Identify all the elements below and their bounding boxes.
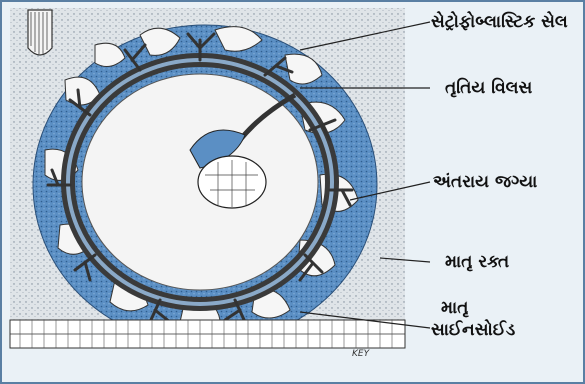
- label-intervillous-space: અંતરાય જગ્યા: [433, 172, 537, 192]
- uterine-gland: [28, 10, 52, 55]
- artist-signature: KEY: [352, 349, 371, 359]
- label-maternal-sinusoid-line2: સાઈનસોઈડ: [431, 320, 515, 340]
- label-maternal-sinusoid-line1: માતૃ: [441, 298, 468, 318]
- uterine-epithelium: [10, 320, 405, 348]
- label-syncytiotrophoblast: સેટ્રોફોબ્લાસ્ટિક સેલ: [431, 12, 568, 32]
- label-maternal-blood: માતૃ રક્ત: [445, 252, 509, 272]
- label-tertiary-villus: તૃતિય વિલસ: [445, 78, 532, 98]
